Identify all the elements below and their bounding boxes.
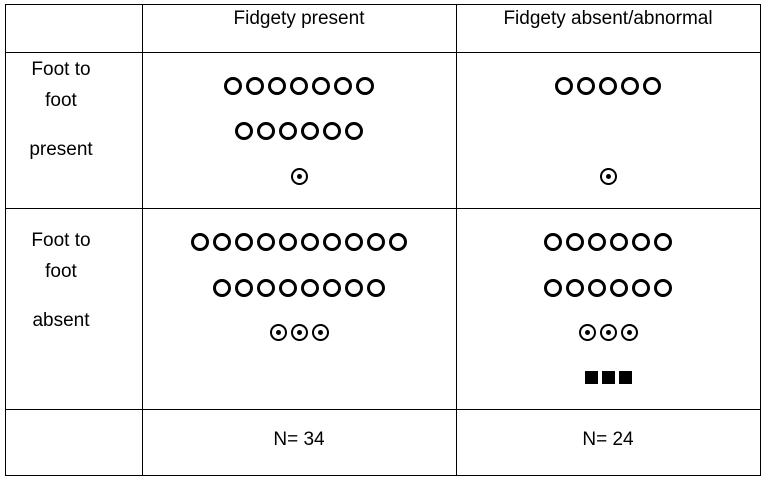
open-circle-icon xyxy=(566,233,584,251)
cell-absent-present xyxy=(142,208,456,409)
dotted-circle-icon xyxy=(620,324,638,341)
open-circle-icon xyxy=(312,77,330,95)
open-circle-icon xyxy=(566,279,584,297)
open-circle-icon xyxy=(301,122,319,140)
row-label-line: Foot to xyxy=(31,59,91,80)
row-divider xyxy=(5,208,761,209)
open-circle-icon xyxy=(621,77,639,95)
results-table: Fidgety present Fidgety absent/abnormal … xyxy=(5,4,761,476)
dotted-circle-icon xyxy=(599,324,617,341)
header-divider xyxy=(5,52,761,53)
open-circle-icon xyxy=(235,233,253,251)
open-circle-icon-row xyxy=(142,77,456,95)
open-circle-icon xyxy=(323,233,341,251)
row-label-line: absent xyxy=(32,310,90,331)
dotted-circle-icon xyxy=(311,324,329,341)
dotted-circle-icon xyxy=(578,324,596,341)
dotted-circle-icon-row xyxy=(456,324,760,341)
header-fidgety-absent: Fidgety absent/abnormal xyxy=(503,8,713,29)
open-circle-icon xyxy=(279,279,297,297)
open-circle-icon xyxy=(290,77,308,95)
column-divider-2 xyxy=(456,4,457,476)
open-circle-icon xyxy=(224,77,242,95)
open-circle-icon xyxy=(191,233,209,251)
open-circle-icon xyxy=(268,77,286,95)
open-circle-icon xyxy=(356,77,374,95)
dotted-circle-icon-row xyxy=(456,168,760,185)
row-label-line: present xyxy=(29,139,93,160)
open-circle-icon xyxy=(279,122,297,140)
total-divider xyxy=(5,409,761,410)
open-circle-icon xyxy=(246,77,264,95)
filled-square-icon xyxy=(618,371,632,384)
open-circle-icon xyxy=(632,279,650,297)
filled-square-icon xyxy=(584,371,598,384)
row-label-line: Foot to xyxy=(31,230,91,251)
open-circle-icon xyxy=(367,279,385,297)
open-circle-icon xyxy=(654,233,672,251)
dotted-circle-icon-row xyxy=(142,168,456,185)
open-circle-icon xyxy=(345,279,363,297)
open-circle-icon xyxy=(632,233,650,251)
open-circle-icon-row xyxy=(456,77,760,95)
table-border-left xyxy=(5,4,6,476)
dotted-circle-icon xyxy=(269,324,287,341)
open-circle-icon xyxy=(610,233,628,251)
header-fidgety-present: Fidgety present xyxy=(233,8,365,29)
open-circle-icon xyxy=(643,77,661,95)
open-circle-icon xyxy=(345,122,363,140)
open-circle-icon xyxy=(544,233,562,251)
row-label-line: foot xyxy=(45,90,77,111)
open-circle-icon xyxy=(257,233,275,251)
open-circle-icon xyxy=(301,279,319,297)
open-circle-icon-row xyxy=(142,122,456,140)
row-label-foot-present: Foot to foot present xyxy=(5,52,117,208)
open-circle-icon xyxy=(257,122,275,140)
dotted-circle-icon xyxy=(290,324,308,341)
open-circle-icon xyxy=(588,233,606,251)
open-circle-icon-row xyxy=(142,233,456,251)
total-fidgety-absent: N= 24 xyxy=(582,429,634,450)
dotted-circle-icon-row xyxy=(142,324,456,341)
table-border-bottom xyxy=(5,475,761,476)
open-circle-icon xyxy=(654,279,672,297)
open-circle-icon xyxy=(389,233,407,251)
filled-square-icon-row xyxy=(456,371,760,384)
open-circle-icon xyxy=(610,279,628,297)
row-label-foot-absent: Foot to foot absent xyxy=(5,208,117,409)
open-circle-icon xyxy=(279,233,297,251)
row-label-line: foot xyxy=(45,261,77,282)
cell-present-present xyxy=(142,52,456,208)
open-circle-icon xyxy=(323,279,341,297)
dotted-circle-icon xyxy=(599,168,617,185)
open-circle-icon xyxy=(301,233,319,251)
open-circle-icon xyxy=(555,77,573,95)
open-circle-icon-row xyxy=(456,233,760,251)
column-divider-1 xyxy=(142,4,143,476)
open-circle-icon xyxy=(544,279,562,297)
total-fidgety-present: N= 34 xyxy=(273,429,325,450)
open-circle-icon xyxy=(367,233,385,251)
open-circle-icon xyxy=(334,77,352,95)
open-circle-icon xyxy=(257,279,275,297)
open-circle-icon xyxy=(235,279,253,297)
dotted-circle-icon xyxy=(290,168,308,185)
cell-absent-absent xyxy=(456,208,760,409)
open-circle-icon xyxy=(323,122,341,140)
open-circle-icon-row xyxy=(142,279,456,297)
table-border-right xyxy=(760,4,761,476)
open-circle-icon xyxy=(213,233,231,251)
open-circle-icon xyxy=(235,122,253,140)
table-border-top xyxy=(5,4,761,5)
open-circle-icon-row xyxy=(456,279,760,297)
open-circle-icon xyxy=(345,233,363,251)
open-circle-icon xyxy=(599,77,617,95)
cell-present-absent xyxy=(456,52,760,208)
filled-square-icon xyxy=(601,371,615,384)
open-circle-icon xyxy=(588,279,606,297)
open-circle-icon xyxy=(213,279,231,297)
open-circle-icon xyxy=(577,77,595,95)
